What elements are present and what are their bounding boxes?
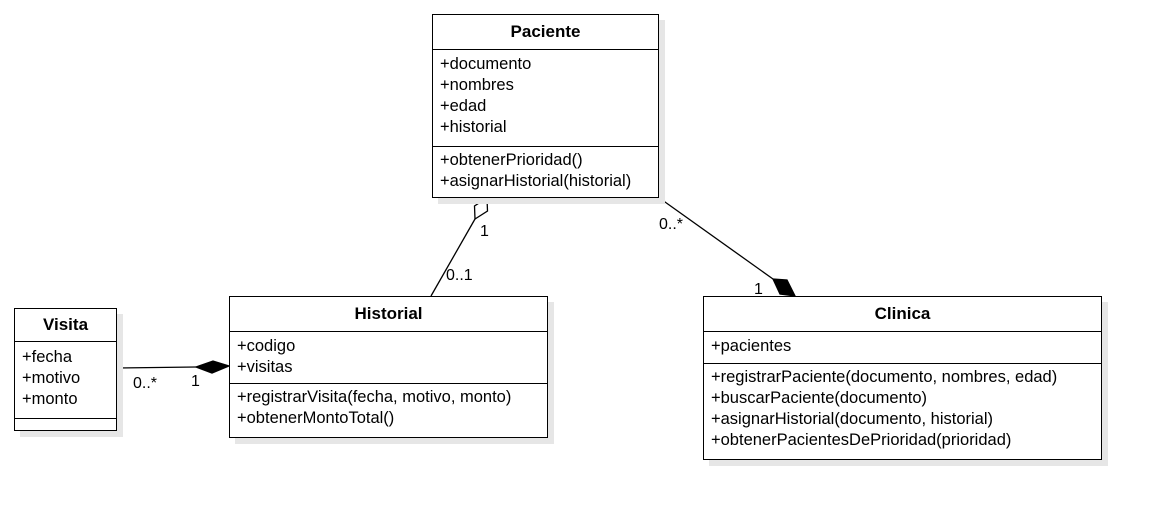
- multiplicity-label: 1: [754, 281, 763, 298]
- attribute: +historial: [440, 118, 507, 136]
- operation: +registrarPaciente(documento, nombres, e…: [711, 368, 1058, 386]
- operation: +registrarVisita(fecha, motivo, monto): [237, 388, 512, 406]
- attribute: +motivo: [22, 369, 81, 387]
- class-clinica[interactable]: Clinica +pacientes +registrarPaciente(do…: [703, 296, 1102, 460]
- attribute: +fecha: [22, 348, 72, 366]
- attribute: +monto: [22, 390, 78, 408]
- composition-line-visita-historial: [115, 366, 197, 369]
- aggregation-diamond-icon: [473, 196, 489, 221]
- multiplicity-label: 0..*: [133, 375, 158, 392]
- operation: +obtenerPacientesDePrioridad(prioridad): [711, 431, 1012, 449]
- composition-line-paciente-clinica: [657, 196, 774, 280]
- aggregation-line-paciente-historial: [430, 218, 476, 297]
- class-visita[interactable]: Visita +fecha +motivo +monto: [14, 308, 117, 431]
- operations-section: +registrarVisita(fecha, motivo, monto) +…: [230, 384, 547, 434]
- operation: +buscarPaciente(documento): [711, 389, 927, 407]
- operations-section: +registrarPaciente(documento, nombres, e…: [704, 364, 1101, 456]
- operations-section: +obtenerPrioridad() +asignarHistorial(hi…: [433, 147, 658, 197]
- multiplicity-label: 1: [480, 223, 489, 240]
- composition-diamond-icon: [771, 278, 797, 297]
- class-name: Paciente: [433, 15, 658, 50]
- operation: +obtenerPrioridad(): [440, 151, 583, 169]
- multiplicity-label: 0..1: [446, 267, 473, 284]
- multiplicity-label: 1: [191, 373, 200, 390]
- class-name: Historial: [230, 297, 547, 332]
- attribute: +edad: [440, 97, 487, 115]
- composition-diamond-icon: [194, 360, 231, 374]
- attributes-section: +codigo +visitas: [230, 332, 547, 384]
- attribute: +nombres: [440, 76, 514, 94]
- operation: +asignarHistorial(historial): [440, 172, 632, 190]
- operation: +asignarHistorial(documento, historial): [711, 410, 993, 428]
- class-name: Visita: [15, 309, 116, 342]
- attribute: +documento: [440, 55, 532, 73]
- attributes-section: +fecha +motivo +monto: [15, 342, 116, 419]
- attribute: +visitas: [237, 358, 293, 376]
- attributes-section: +pacientes: [704, 332, 1101, 364]
- class-name: Clinica: [704, 297, 1101, 332]
- attribute: +pacientes: [711, 337, 792, 355]
- attribute: +codigo: [237, 337, 296, 355]
- operation: +obtenerMontoTotal(): [237, 409, 395, 427]
- multiplicity-label: 0..*: [659, 216, 684, 233]
- class-paciente[interactable]: Paciente +documento +nombres +edad +hist…: [432, 14, 659, 198]
- class-historial[interactable]: Historial +codigo +visitas +registrarVis…: [229, 296, 548, 438]
- operations-section: [15, 419, 116, 427]
- attributes-section: +documento +nombres +edad +historial: [433, 50, 658, 147]
